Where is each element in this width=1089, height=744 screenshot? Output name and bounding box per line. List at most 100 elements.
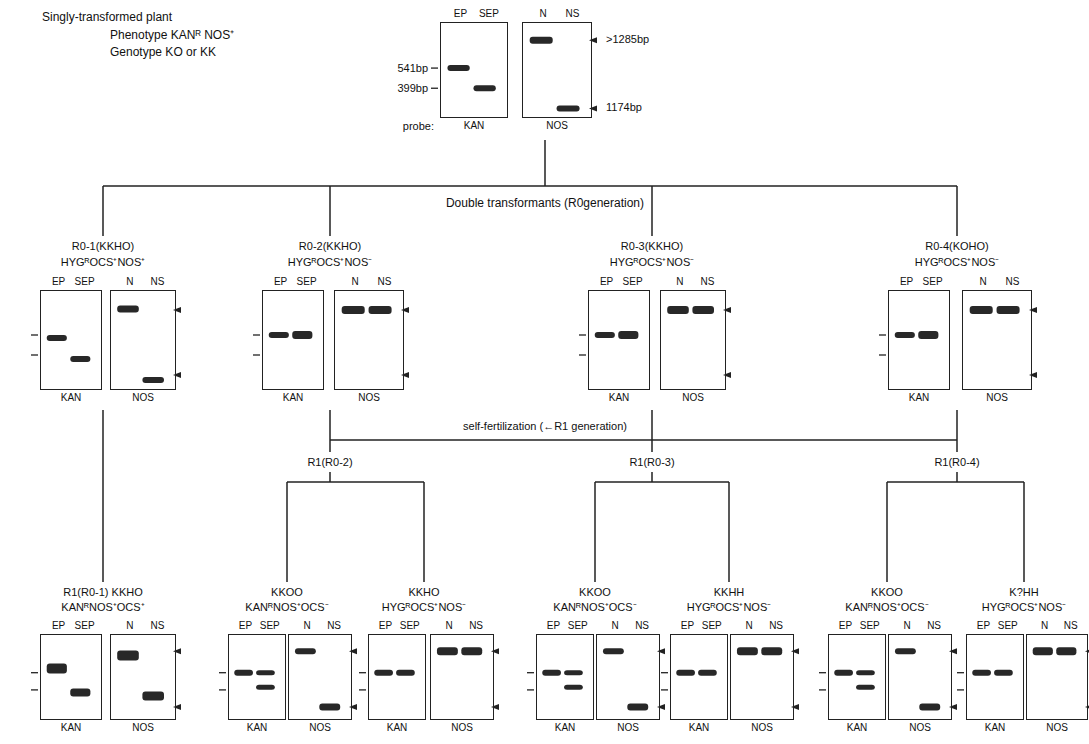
tree-line [595,481,729,483]
lane-label: N [126,276,133,288]
probe-label: KAN [888,392,950,404]
blot-panel: NNSNOS [288,620,352,734]
size-tick [819,672,826,673]
size-arrow [1029,307,1037,313]
lane-label: NS [327,620,341,632]
lane-header: EPSEP [40,276,102,290]
lane-label: NS [1005,276,1019,288]
figure-label: KANᴿNOS⁺OCS⁻ [551,601,638,614]
probe-label: KAN [40,392,102,404]
blot-band [834,670,853,676]
lane-header: NNS [962,276,1032,290]
tree-line [651,186,653,236]
lane-label: N [746,620,753,632]
probe-label: NOS [110,392,176,404]
tree-line [287,481,424,483]
size-arrow [401,372,409,378]
blot-band [369,306,392,314]
blot-frame [596,634,660,720]
blot-frame [228,634,286,720]
lane-header: EPSEP [588,276,650,290]
blot-panel: NNSNOS [962,276,1032,404]
probe-label: KAN [588,392,650,404]
size-tick [879,354,886,355]
blot-frame [1026,634,1088,720]
lane-label: NS [151,620,165,632]
blot-frame [536,634,594,720]
lane-label: N [126,620,133,632]
lane-label: EP [900,276,913,288]
blot-band [856,685,875,690]
lane-header: EP SEP [228,620,286,634]
lane-label: SEP [568,620,588,632]
lane-label: EP [454,8,467,20]
blot-band [627,704,648,711]
blot-frame [670,634,728,720]
size-tick [31,689,38,690]
tree-line [423,482,425,582]
blot-frame [888,290,950,390]
blot-frame [110,290,176,390]
figure-label: HYGᴿOCS⁺NOS⁻ [286,256,374,269]
size-tick [359,689,366,690]
blot-band [737,647,758,655]
size-tick [31,672,38,673]
size-arrow [1085,648,1089,654]
blot-band [234,670,253,676]
figure-label: KANᴿNOS⁺OCS⁻ [243,601,330,614]
figure-label: HYGᴿOCS⁺NOS⁻ [913,256,1001,269]
size-arrow [791,648,799,654]
figure-label: 541bp [395,62,430,75]
size-arrow [349,704,357,710]
blot-band [972,670,991,676]
size-tick [957,689,964,690]
blot-frame [110,634,176,720]
blot-panel: EPSEPKAN [40,620,102,734]
size-tick [31,334,38,335]
tree-line [651,410,653,452]
figure-label: KKHH [712,586,747,599]
blot-band [70,356,90,362]
blot-band [142,691,164,700]
blot-frame [588,290,650,390]
probe-label: NOS [288,722,352,734]
probe-label: KAN [536,722,594,734]
probe-label: KAN [828,722,886,734]
lane-label: EP [239,620,252,632]
size-tick [661,689,668,690]
tree-line [103,185,957,187]
size-arrow [401,307,409,313]
blot-band [564,685,583,690]
figure-label: Double transformants (R0generation) [444,196,646,210]
tree-line [102,410,104,582]
size-arrow [589,105,597,111]
figure-label: HYGᴿOCS⁺NOS⁻ [685,601,773,614]
probe-label: NOS [596,722,660,734]
figure-label: 1174bp [604,101,644,114]
size-tick [431,67,438,68]
blot-frame [40,290,102,390]
tree-line [956,472,958,482]
lane-label: NS [469,620,483,632]
blot-band [47,663,67,673]
figure-label: KKOO [269,586,305,599]
lane-label: SEP [260,620,280,632]
blot-panel: NNSNOS [1026,620,1088,734]
figure-label: KANᴿNOS⁺OCS⁻ [843,601,930,614]
size-arrow [657,704,665,710]
size-tick [431,88,438,89]
blot-band [557,105,580,111]
lane-label: SEP [923,276,943,288]
size-tick [579,354,586,355]
lane-label: N [676,276,683,288]
lane-label: SEP [702,620,722,632]
figure-label: probe: [401,120,436,133]
size-tick [253,354,260,355]
blot-band [698,670,717,676]
figure-label: R1(R0-1) KKHO [61,586,144,599]
size-tick [957,672,964,673]
lane-header: EPSEP [670,620,728,634]
blot-band [374,670,393,676]
blot-band [564,670,583,675]
blot-band [447,65,469,71]
